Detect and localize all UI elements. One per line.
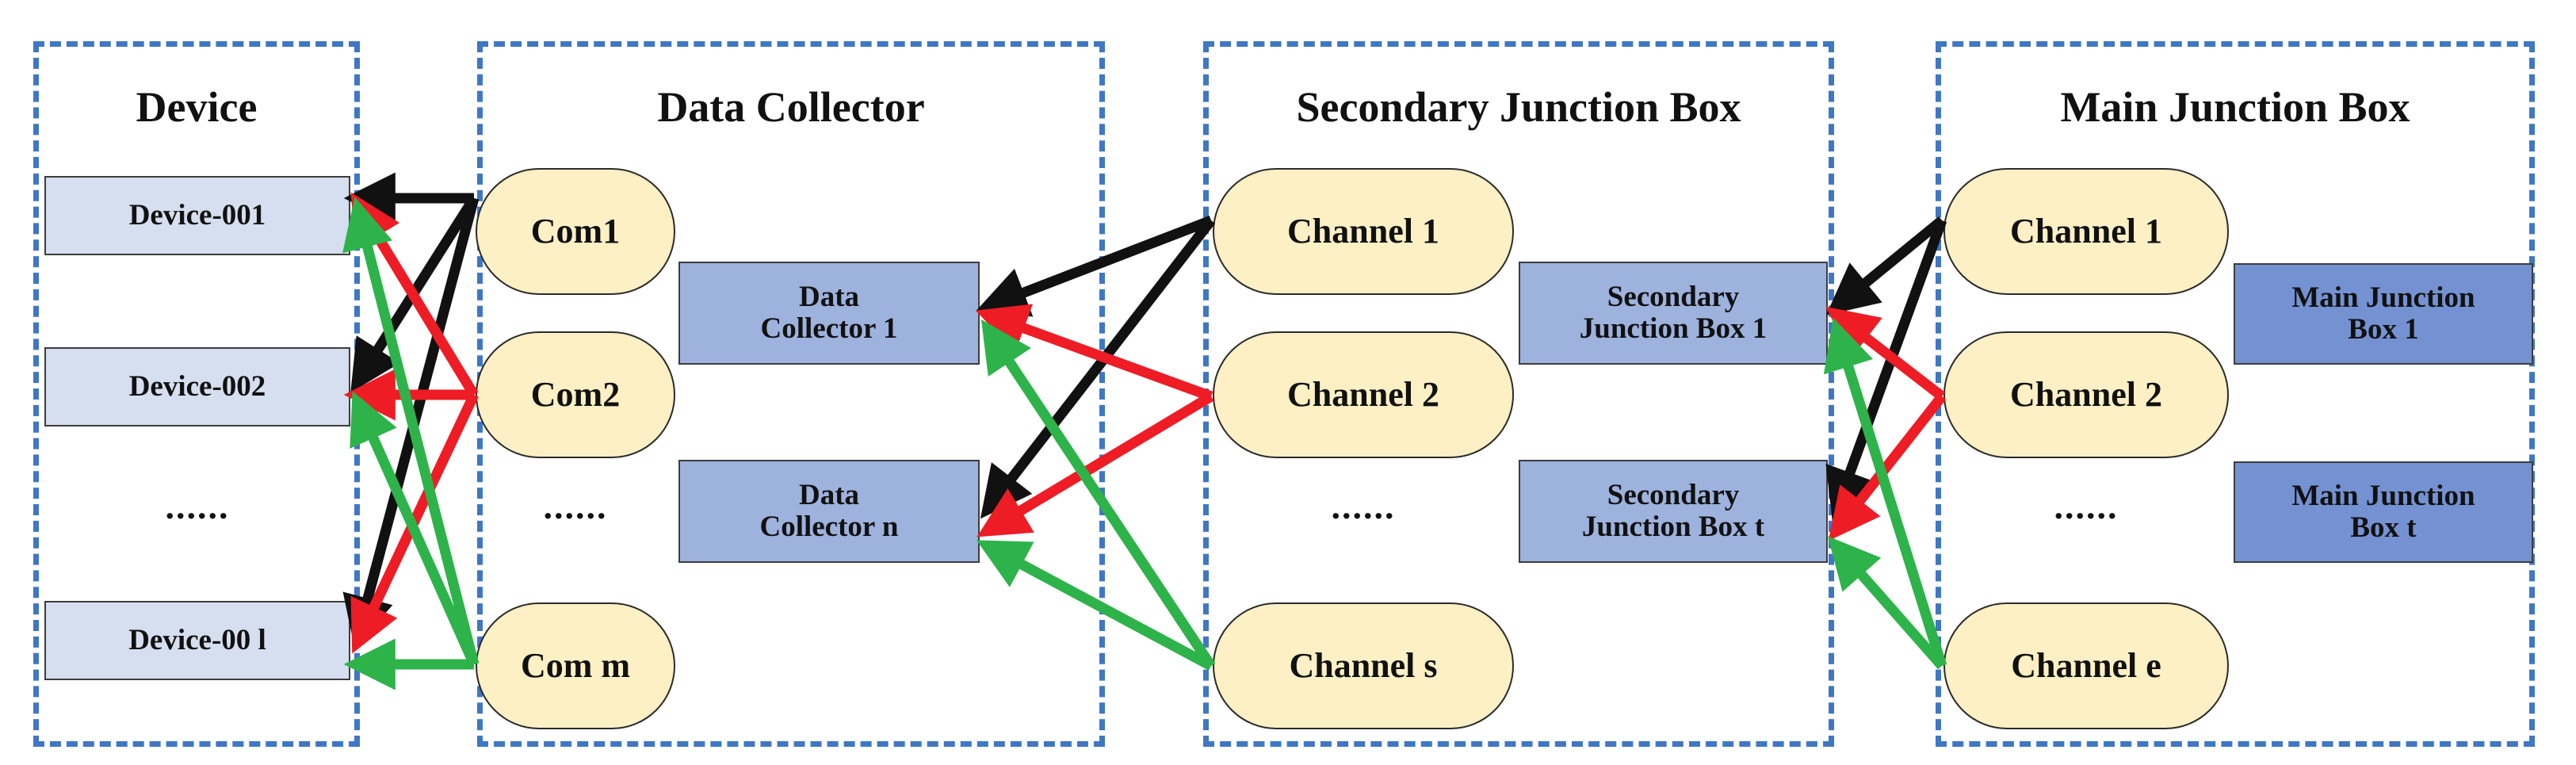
links-device-group	[342, 172, 480, 690]
secondary-unit-t[interactable]: Secondary Junction Box t	[1519, 460, 1828, 563]
data-collector-unit-n[interactable]: Data Collector n	[678, 460, 980, 563]
link-mjbch2-sjb1	[1825, 306, 1945, 401]
secondary-port-channel-2[interactable]: Channel 2	[1213, 331, 1514, 458]
secondary-port-ellipsis: ......	[1331, 486, 1396, 526]
main-unit-t-line2: Box t	[2350, 511, 2417, 544]
data-collector-port-com2[interactable]: Com2	[476, 331, 675, 458]
secondary-port-channel-1[interactable]: Channel 1	[1213, 168, 1514, 295]
secondary-port-channel-s[interactable]: Channel s	[1213, 602, 1514, 729]
links-secondary-group	[1823, 216, 1947, 670]
device-ellipsis: ......	[165, 486, 230, 526]
link-com2-device1	[350, 192, 479, 398]
data-collector-port-com-m[interactable]: Com m	[476, 602, 675, 729]
link-com1-device3	[342, 197, 480, 648]
device-node-1[interactable]: Device-001	[44, 176, 350, 255]
link-mjbch1-sjbt	[1825, 218, 1947, 522]
main-port-ellipsis: ......	[2054, 486, 2119, 526]
link-mjbche-sjb1	[1823, 317, 1947, 667]
main-port-channel-2[interactable]: Channel 2	[1943, 331, 2229, 458]
data-collector-unit-n-line1: Data	[798, 479, 860, 512]
secondary-unit-1[interactable]: Secondary Junction Box 1	[1519, 262, 1828, 365]
main-unit-1-line2: Box 1	[2348, 313, 2419, 346]
secondary-unit-1-line1: Secondary	[1607, 281, 1740, 314]
panel-title-data-collector: Data Collector	[657, 83, 925, 131]
data-collector-unit-1-line2: Collector 1	[760, 312, 898, 345]
main-unit-t-line1: Main Junction	[2291, 480, 2475, 513]
link-com1-device2	[350, 195, 479, 393]
main-port-channel-1[interactable]: Channel 1	[1943, 168, 2229, 295]
link-mjbche-sjbt	[1827, 536, 1946, 670]
panel-title-secondary-junction-box: Secondary Junction Box	[1296, 83, 1741, 131]
data-collector-port-ellipsis: ......	[543, 486, 608, 526]
secondary-unit-t-line2: Junction Box t	[1581, 511, 1765, 543]
panel-title-main-junction-box: Main Junction Box	[2060, 83, 2410, 131]
link-com2-device3	[350, 392, 479, 654]
data-collector-unit-1-line1: Data	[798, 281, 860, 314]
link-mjbch1-sjb1	[1825, 216, 1946, 316]
data-collector-port-com1[interactable]: Com1	[476, 168, 675, 295]
main-unit-1-line1: Main Junction	[2291, 281, 2475, 315]
data-collector-unit-n-line2: Collector n	[759, 511, 899, 543]
secondary-unit-t-line1: Secondary	[1607, 479, 1740, 512]
link-comm-device2	[350, 391, 479, 667]
link-mjbch2-sjbt	[1828, 392, 1947, 541]
panel-title-device: Device	[136, 83, 258, 131]
main-unit-1[interactable]: Main Junction Box 1	[2234, 263, 2533, 365]
link-comm-device1	[342, 197, 480, 666]
secondary-unit-1-line2: Junction Box 1	[1579, 312, 1768, 345]
data-collector-unit-1[interactable]: Data Collector 1	[678, 262, 980, 365]
device-node-3[interactable]: Device-00 l	[44, 601, 350, 680]
main-unit-t[interactable]: Main Junction Box t	[2234, 461, 2533, 563]
main-port-channel-e[interactable]: Channel e	[1943, 602, 2229, 729]
device-node-2[interactable]: Device-002	[44, 347, 350, 426]
